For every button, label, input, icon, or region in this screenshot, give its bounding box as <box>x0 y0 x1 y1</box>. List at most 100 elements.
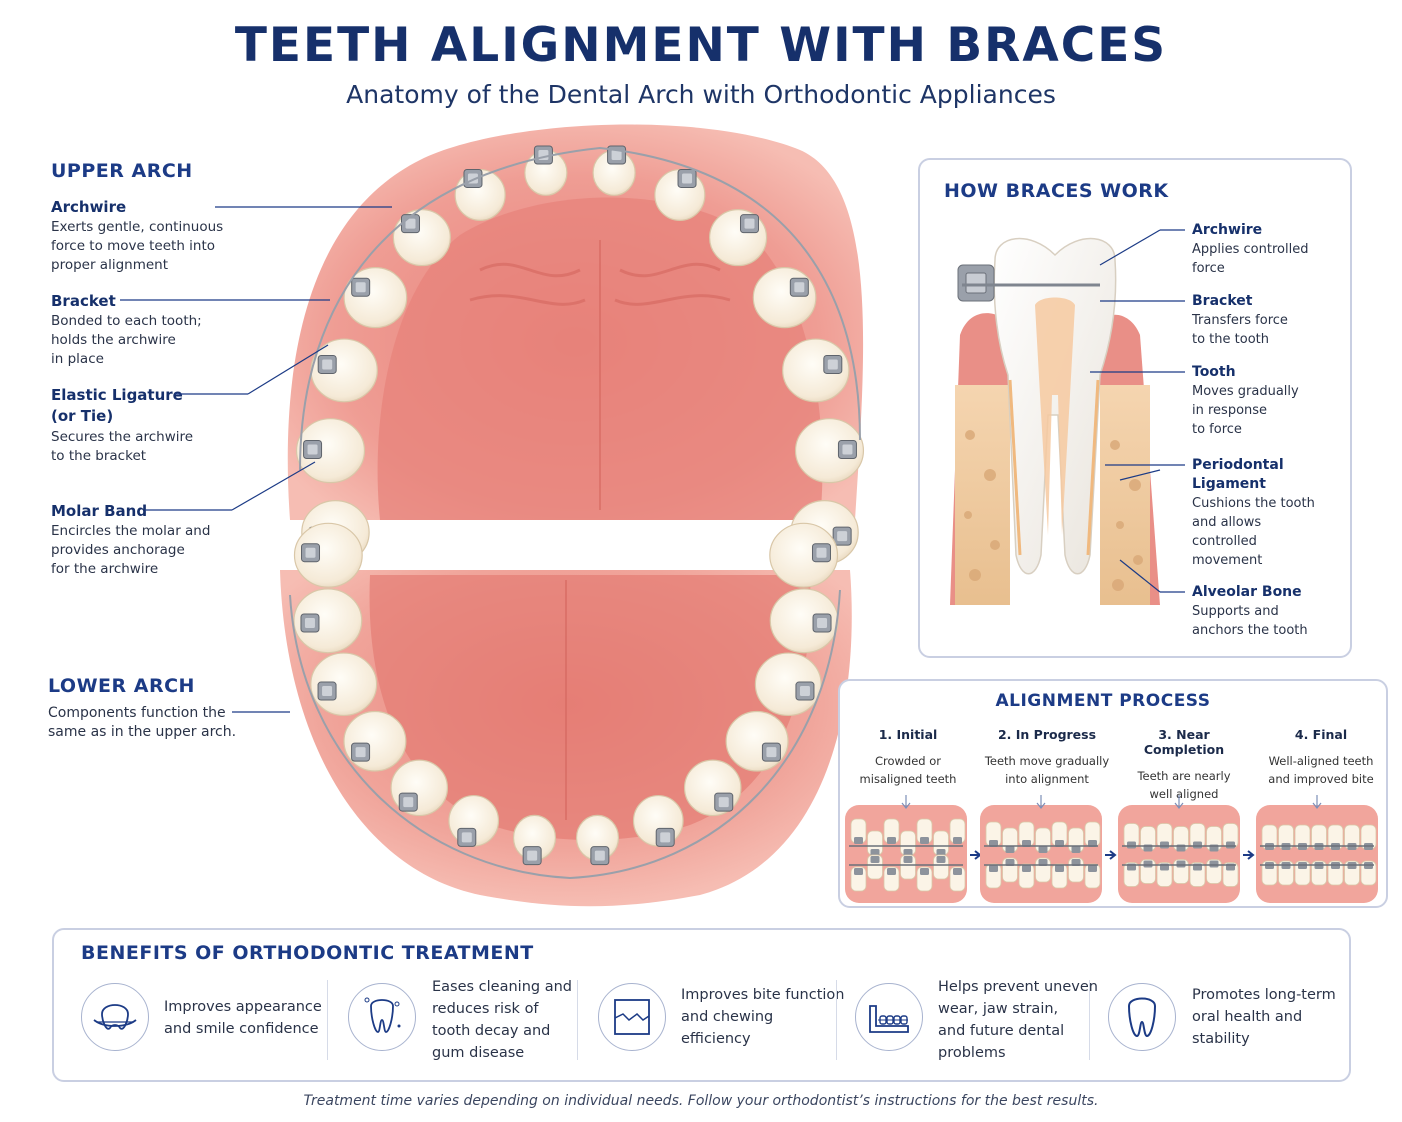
benefit-line: Promotes long-term <box>1192 987 1336 1003</box>
stage-arrow-icon <box>1105 850 1117 860</box>
alignment-stages-illustration <box>845 795 1378 903</box>
stage-pointer <box>901 795 911 809</box>
stage-bracket <box>1176 860 1186 868</box>
bracket-slot <box>816 547 827 558</box>
benefit-text: Helps prevent uneven wear, jaw strain, a… <box>938 976 1098 1064</box>
bracket-slot <box>799 686 810 697</box>
benefit-line: gum disease <box>432 1045 525 1061</box>
stage-bracket <box>1193 841 1202 849</box>
divider <box>327 980 328 1060</box>
upper-label-molar-band: Molar Band Encircles the molar and provi… <box>51 502 210 579</box>
bracket-slot <box>837 531 848 542</box>
stage-bracket <box>936 856 946 863</box>
bracket-slot <box>322 686 333 697</box>
bracket-slot <box>842 444 853 455</box>
benefits-heading: BENEFITS OF ORTHODONTIC TREATMENT <box>81 942 534 964</box>
molar-band-desc-line: Encircles the molar and <box>51 523 211 539</box>
hbw-desc-line: controlled <box>1192 534 1257 549</box>
benefit-text: Improves appearance and smile confidence <box>164 996 322 1040</box>
bracket-slot <box>965 272 987 294</box>
tooth-body <box>993 238 1117 575</box>
leader-lines <box>120 206 392 713</box>
upper-archwire <box>299 146 861 471</box>
stage-arrow-icon <box>1243 850 1255 860</box>
smile-braces-icon <box>81 983 149 1051</box>
lower-teeth <box>293 522 839 866</box>
bracket-slot <box>305 547 316 558</box>
footnote: Treatment time varies depending on indiv… <box>303 1093 1099 1109</box>
stage-bracket <box>1160 841 1169 849</box>
ligature-desc-line: Secures the archwire <box>51 429 194 445</box>
bracket-desc-line: in place <box>51 351 104 367</box>
hbw-desc-line: in response <box>1192 403 1268 418</box>
stage-gum <box>1118 805 1240 903</box>
step-desc-line: Teeth are nearly <box>1137 769 1231 783</box>
tooth <box>295 418 366 484</box>
stage-bracket <box>1005 846 1015 853</box>
benefit-line: and future dental <box>938 1023 1065 1039</box>
stage-bracket <box>1209 860 1219 868</box>
bracket-slot <box>794 282 805 293</box>
stage-bracket <box>1055 865 1064 872</box>
tooth <box>782 338 850 403</box>
hbw-label-bracket: Bracket Transfers force to the tooth <box>1192 293 1288 349</box>
bone-pores <box>964 430 1143 591</box>
periodontal-ligament <box>1086 379 1100 556</box>
stage-pointer <box>1312 795 1322 809</box>
benefit-line: wear, jaw strain, <box>938 1001 1059 1017</box>
archwire-desc-line: proper alignment <box>51 257 169 273</box>
benefit-line: Improves bite function <box>681 987 845 1003</box>
tooth <box>769 588 839 654</box>
divider <box>1089 980 1090 1060</box>
hbw-desc-line: movement <box>1192 553 1263 568</box>
stage-bracket <box>903 856 913 863</box>
bracket-slot <box>355 747 366 758</box>
bracket-slot <box>304 618 315 629</box>
stage-bracket <box>887 868 896 875</box>
step-desc-line: Teeth move gradually <box>984 754 1110 768</box>
tooth <box>725 710 789 772</box>
ligature-label-line: (or Tie) <box>51 407 114 425</box>
step-in-progress: 2. In Progress Teeth move gradually into… <box>982 727 1112 788</box>
stage-bracket <box>1038 846 1048 853</box>
bracket-slot <box>307 444 318 455</box>
benefit-line: Eases cleaning and <box>432 979 572 995</box>
bracket-slot <box>594 850 605 861</box>
hbw-desc-line: force <box>1192 261 1225 276</box>
upper-label-archwire: Archwire Exerts gentle, continuous force… <box>51 198 223 275</box>
step-near-completion: 3. Near Completion Teeth are nearly well… <box>1119 727 1249 803</box>
stage-bracket <box>920 868 929 875</box>
hbw-label-pdl: Periodontal Ligament Cushions the tooth … <box>1192 457 1315 570</box>
stage-bracket <box>887 837 896 844</box>
archwire-desc-line: Exerts gentle, continuous <box>51 219 224 235</box>
how-braces-work-heading: HOW BRACES WORK <box>944 180 1169 202</box>
stage-bracket <box>953 837 962 844</box>
bracket-slot <box>405 218 416 229</box>
bracket-slot <box>322 359 333 370</box>
benefit-line: problems <box>938 1045 1006 1061</box>
stage-pointer <box>1036 795 1046 809</box>
ligature-label-line: Elastic Ligature <box>51 386 183 404</box>
benefit-line: Improves appearance <box>164 999 322 1015</box>
archwire-label: Archwire <box>51 198 127 216</box>
palate-ridges <box>469 240 731 510</box>
step-title: 2. In Progress <box>997 727 1097 742</box>
hbw-pdl-label-line: Periodontal <box>1192 457 1284 473</box>
bracket-slot <box>461 832 472 843</box>
stage-bracket <box>903 849 913 856</box>
benefit-line: efficiency <box>681 1031 751 1047</box>
upper-label-ligature: Elastic Ligature (or Tie) Secures the ar… <box>51 386 193 466</box>
step-initial: 1. Initial Crowded or misaligned teeth <box>843 727 973 788</box>
step-desc-line: misaligned teeth <box>859 772 957 786</box>
archwire-desc-line: force to move teeth into <box>51 238 216 254</box>
stage-bracket <box>989 865 998 872</box>
stage-bracket <box>1226 841 1235 849</box>
hbw-bracket-label: Bracket <box>1192 293 1253 309</box>
hbw-pdl-label-line: Ligament <box>1192 476 1266 492</box>
hbw-desc-line: Cushions the tooth <box>1192 496 1315 511</box>
panel-leader-lines <box>1090 229 1185 593</box>
stage-bracket <box>1071 846 1081 853</box>
benefit-line: Helps prevent uneven <box>938 979 1098 995</box>
alveolar-bone <box>955 385 1010 605</box>
